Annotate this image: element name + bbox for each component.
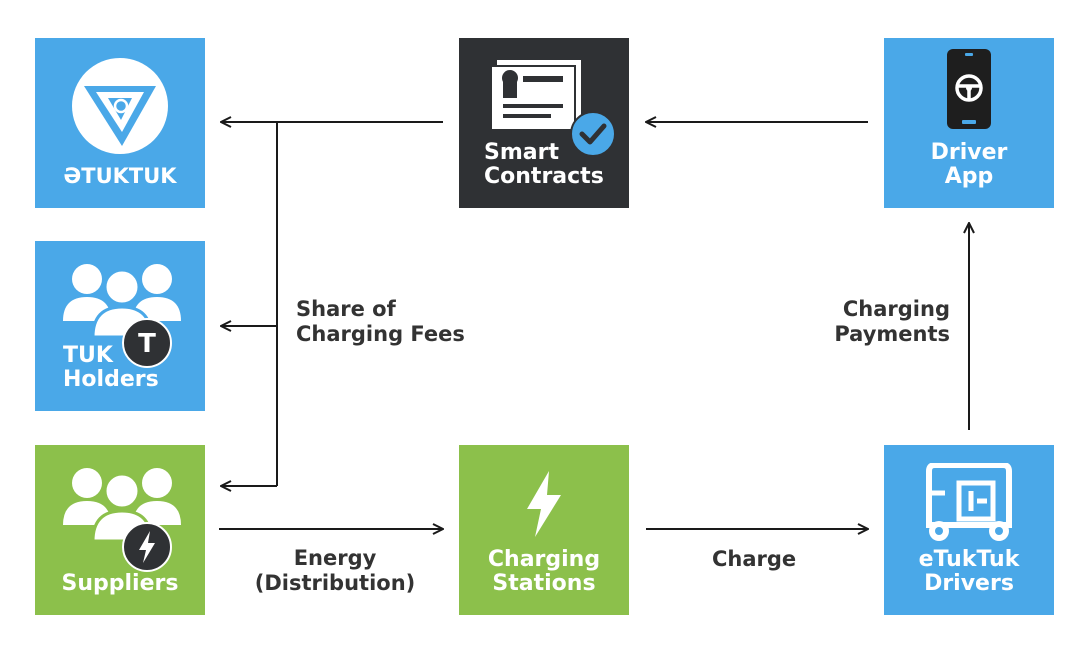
contract-document-icon [490, 60, 581, 131]
charging-stations-label-line2: Stations [492, 571, 596, 596]
node-etuktuk: ƏTUKTUK [35, 38, 205, 208]
node-charging-stations: Charging Stations [459, 445, 629, 615]
driver-app-label-line2: App [944, 164, 994, 189]
tuktuk-vehicle-icon [926, 463, 1012, 541]
smartphone-steering-wheel-icon [947, 49, 991, 129]
smart-contracts-label-line2: Contracts [484, 164, 604, 189]
check-badge-icon [570, 111, 616, 157]
charge-label: Charge [712, 547, 797, 571]
lightning-icon [527, 471, 561, 537]
energy-label-line2: (Distribution) [254, 571, 416, 595]
etuktuk-drivers-label-line1: eTukTuk [918, 547, 1020, 572]
driver-app-label-line1: Driver [930, 140, 1008, 165]
tuk-holders-label-line2: Holders [63, 367, 159, 392]
node-etuktuk-drivers: eTukTuk Drivers [884, 445, 1054, 615]
node-smart-contracts: Smart Contracts [459, 38, 629, 208]
charging-payments-label-line2: Payments [834, 322, 950, 346]
etuktuk-logo-icon [72, 58, 168, 154]
tuk-token-badge: T [122, 318, 172, 368]
etuktuk-logo-text: ƏTUKTUK [63, 164, 177, 188]
energy-label-line1: Energy [293, 546, 377, 570]
people-group-icon [63, 264, 181, 339]
lightning-badge-icon [122, 522, 172, 572]
node-driver-app: Driver App [884, 38, 1054, 208]
node-tuk-holders: T TUK Holders [35, 241, 205, 411]
smart-contracts-label-line1: Smart [484, 140, 559, 165]
share-fees-label-line2: Charging Fees [296, 322, 465, 346]
charging-payments-label-line1: Charging [842, 297, 950, 321]
tuk-holders-label-line1: TUK [63, 343, 113, 368]
etuktuk-drivers-label-line2: Drivers [924, 571, 1014, 596]
share-fees-label-line1: Share of [296, 297, 396, 321]
node-suppliers: Suppliers [35, 445, 205, 615]
suppliers-label: Suppliers [61, 571, 179, 596]
charging-stations-label-line1: Charging [487, 547, 601, 572]
tuk-badge-letter: T [138, 329, 156, 359]
